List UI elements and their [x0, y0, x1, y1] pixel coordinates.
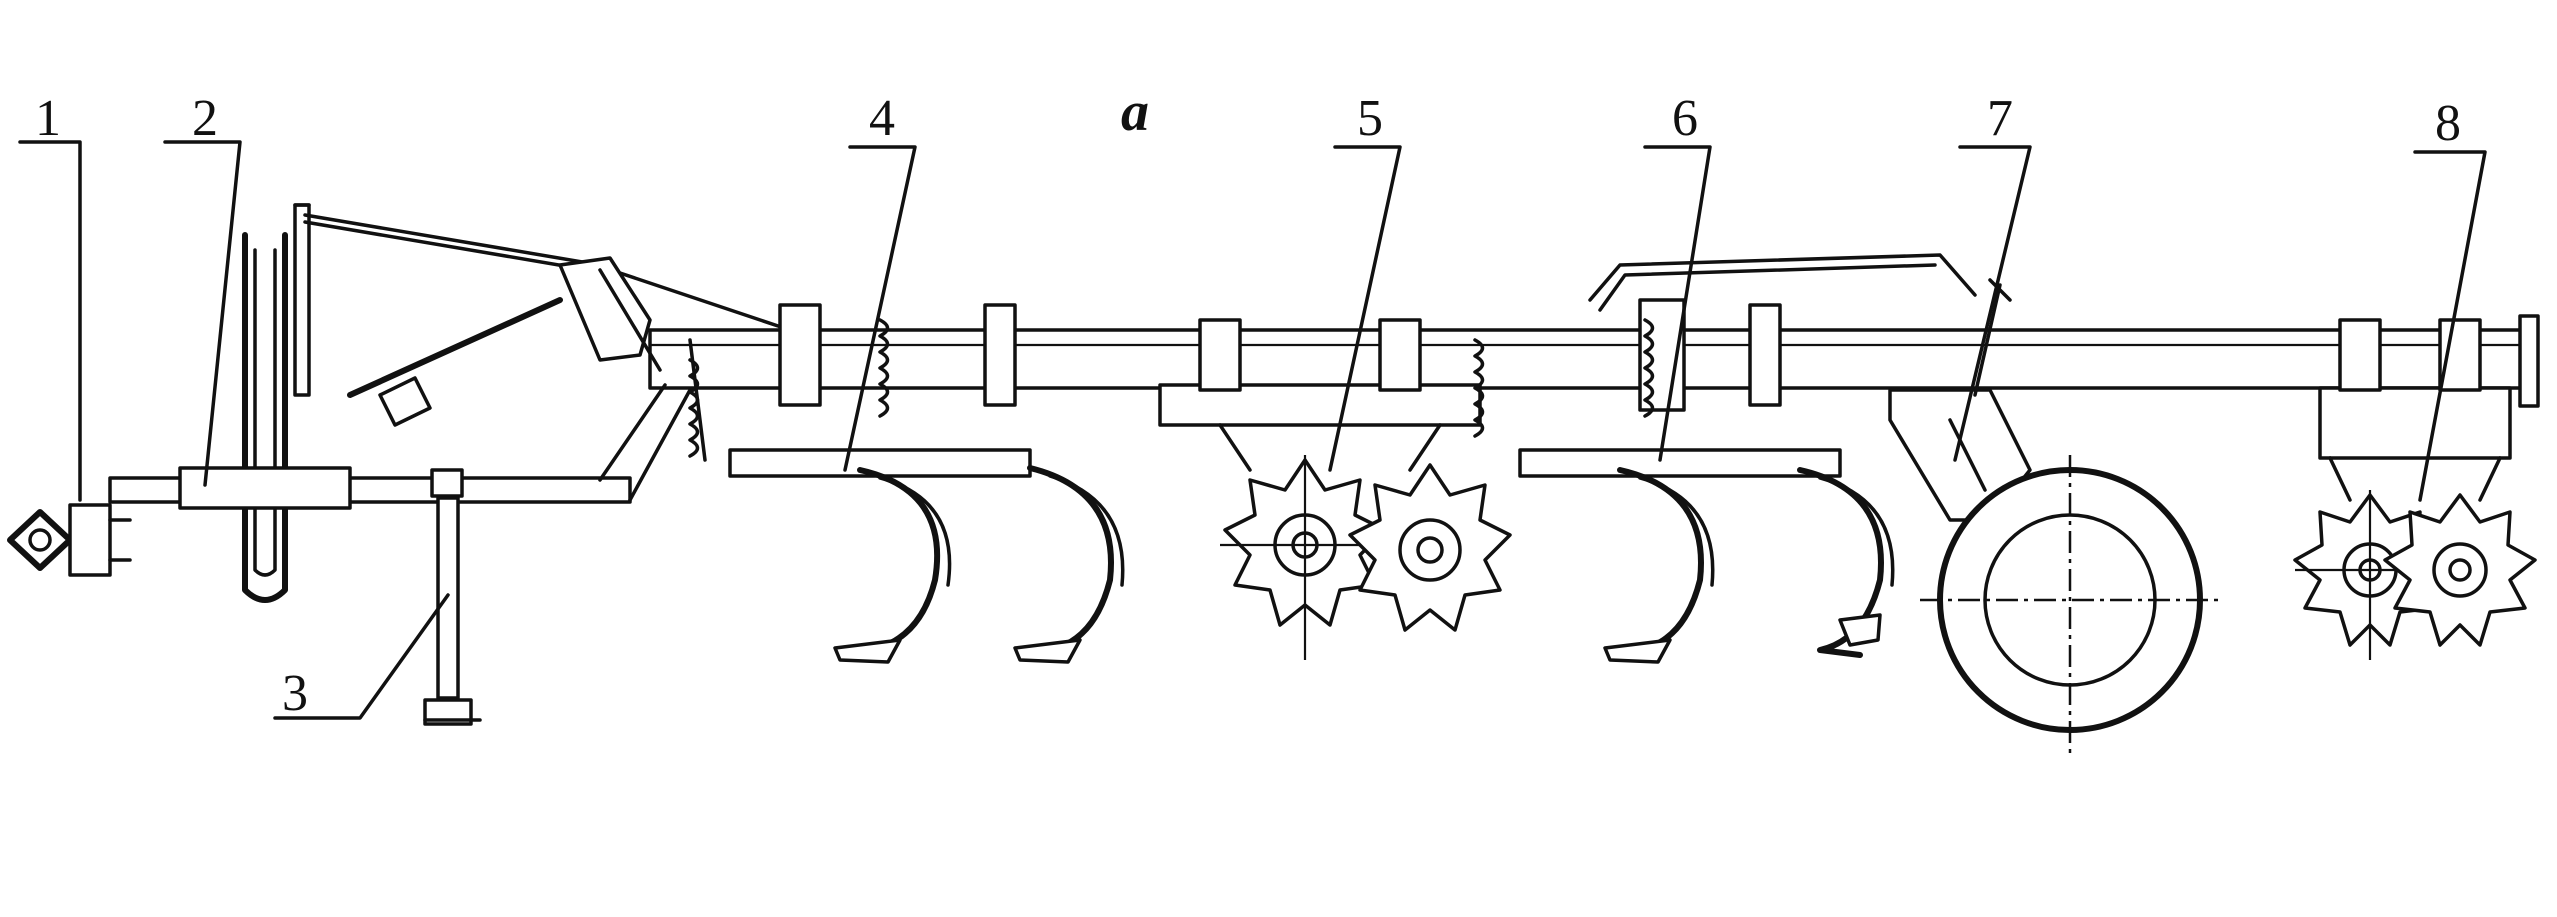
star-roller-5-right	[1348, 463, 1512, 632]
callout-1: 1	[35, 90, 61, 147]
star-roller-5-left	[1220, 455, 1390, 660]
tine-section-6	[1473, 253, 1977, 478]
tine-right-6	[1797, 467, 1895, 658]
panel-label: a	[1121, 81, 1149, 143]
main-frame-beam	[648, 314, 2540, 408]
star-roller-8-right	[2383, 493, 2537, 647]
callout-4: 4	[869, 90, 895, 147]
callout-6: 6	[1672, 90, 1698, 147]
callout-2: 2	[192, 90, 218, 147]
roller-frame-5	[1158, 318, 1482, 472]
leader-lines	[18, 140, 2487, 720]
tine-left-6	[1603, 467, 1715, 664]
callout-8: 8	[2435, 95, 2461, 152]
callout-5: 5	[1357, 90, 1383, 147]
hitch-coupling	[7, 503, 132, 577]
tine-left-4	[833, 467, 952, 664]
lever-handle	[178, 203, 352, 603]
callout-3: 3	[282, 665, 308, 722]
tine-right-4	[1013, 465, 1125, 664]
support-leg	[423, 468, 482, 726]
hydraulic-cylinder	[347, 256, 662, 427]
roller-frame-8	[2318, 318, 2512, 502]
support-wheel-7	[1920, 455, 2220, 755]
callout-7: 7	[1987, 90, 2013, 147]
tie-rods	[303, 213, 792, 332]
